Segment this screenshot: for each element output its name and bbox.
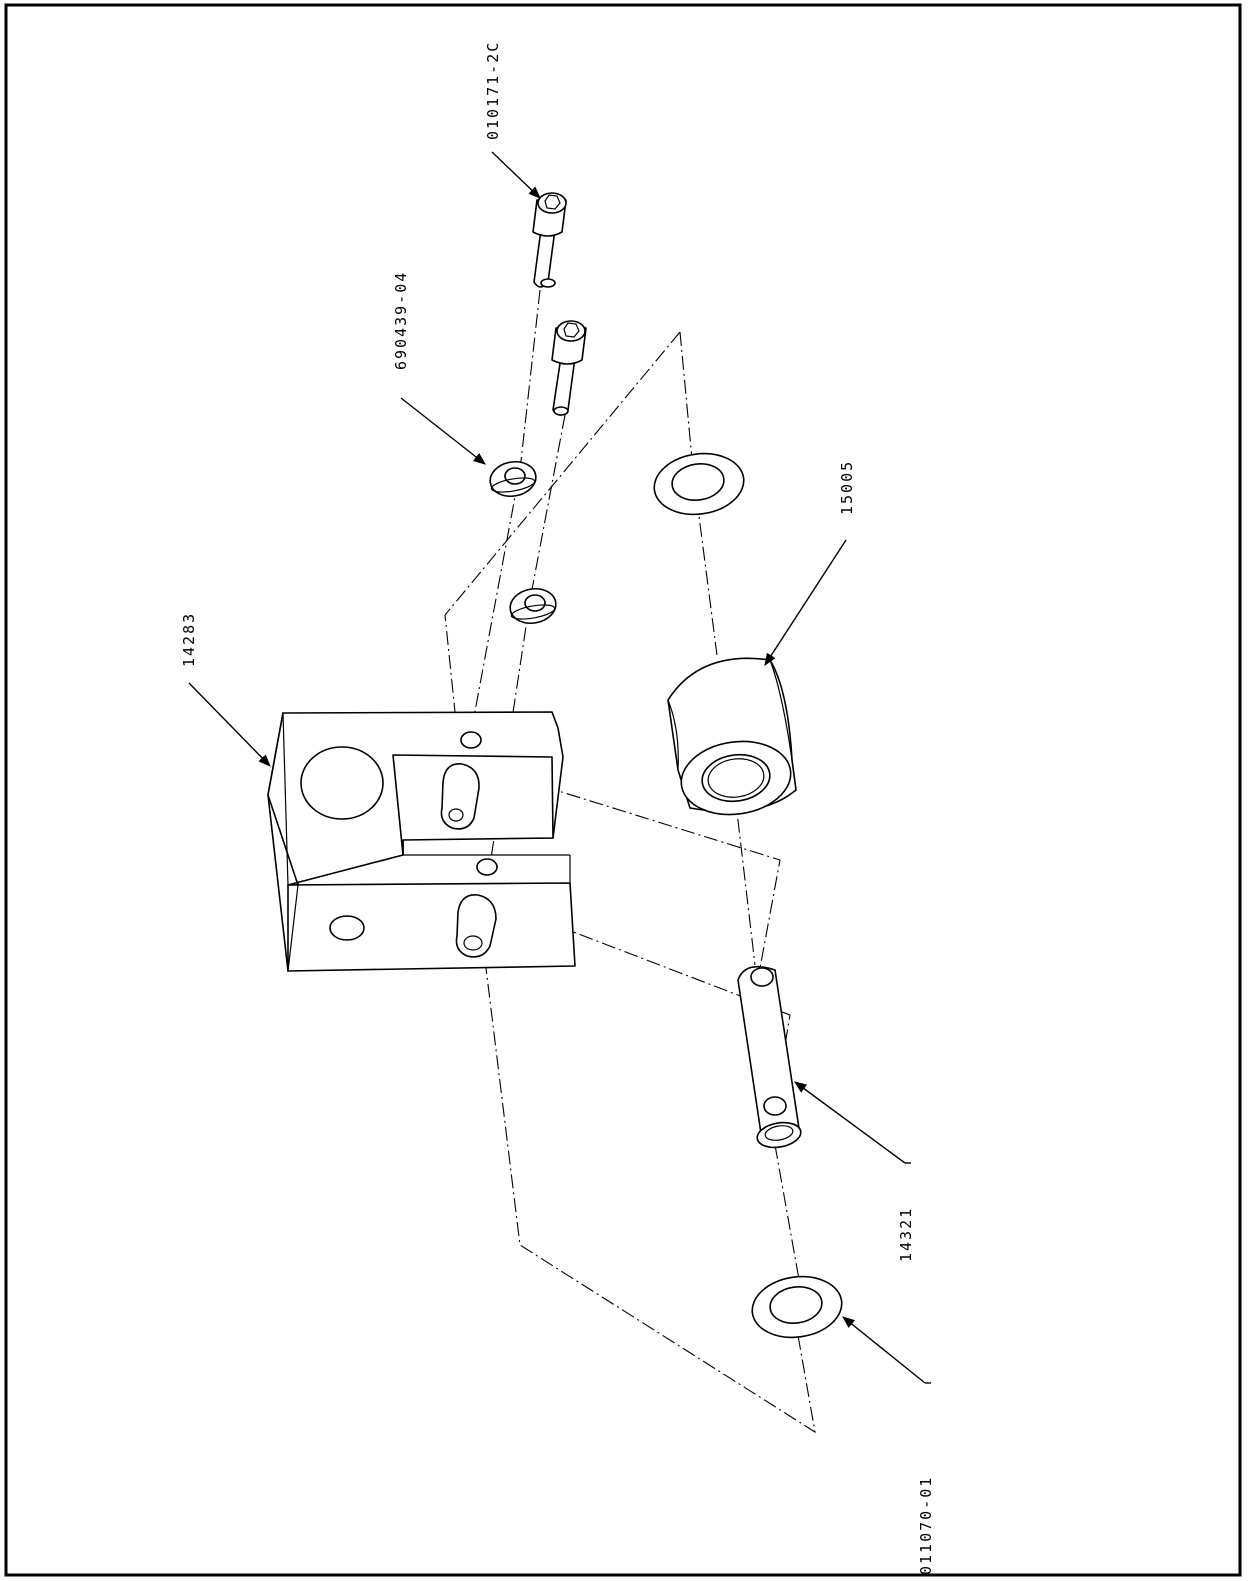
leader-lines: [188, 151, 931, 1384]
callout-690439-04: 690439-04: [392, 271, 410, 370]
lock-washer-upper: [489, 460, 537, 498]
assembly-center-lines: [444, 289, 816, 1434]
cap-screw-upper: [532, 192, 567, 288]
mounting-block: [267, 711, 576, 972]
callout-14321: 14321: [897, 1207, 915, 1262]
cap-screw-lower: [551, 320, 587, 416]
lock-washer-lower: [509, 587, 557, 625]
pin: [737, 965, 802, 1149]
bushing: [667, 657, 797, 816]
callout-010171-2c: 010171-2C: [484, 41, 502, 140]
flat-washer-lower: [751, 1275, 843, 1339]
callout-011070-01: 011070-01: [917, 1476, 935, 1575]
flat-washer-upper: [653, 452, 745, 516]
drawing-border: [4, 3, 1242, 1577]
callout-15005: 15005: [838, 460, 856, 515]
callout-14283: 14283: [180, 612, 198, 667]
